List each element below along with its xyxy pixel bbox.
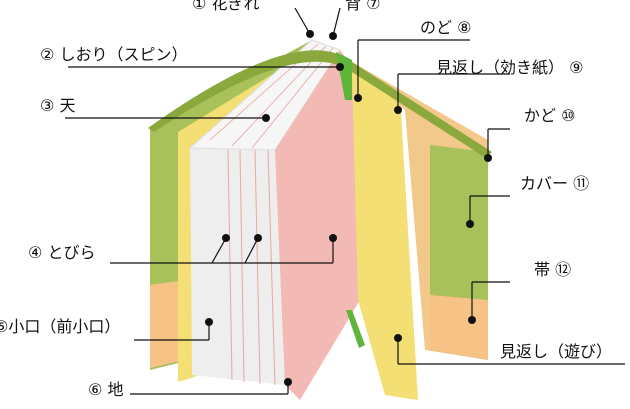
label-corner: かど ⑩: [524, 106, 576, 125]
label-hanagire: ① 花ぎれ: [192, 0, 260, 13]
label-spine: 背 ⑦: [345, 0, 381, 13]
endpaper-flyleaf: [352, 70, 418, 400]
label-fore-edge: ⑤小口（前小口）: [0, 317, 121, 336]
label-head: ③ 天: [40, 96, 76, 115]
leader-dots: [205, 30, 492, 386]
label-obi: 帯 ⑫: [534, 260, 572, 279]
label-endpaper-flyleaf: 見返し（遊び）: [500, 342, 613, 361]
obi-right: [430, 295, 488, 360]
label-title-page: ④ とびら: [28, 243, 96, 262]
label-bookmark: ② しおり（スピン）: [40, 45, 188, 64]
label-endpaper-paste: 見返し（効き紙） ⑨: [436, 58, 584, 77]
spine: [148, 50, 492, 158]
label-gutter: のど ⑧: [420, 18, 472, 37]
label-tail: ⑥ 地: [88, 380, 124, 399]
label-cover: カバー ⑪: [520, 174, 590, 193]
page-edges: [227, 149, 276, 386]
leader-lines: [65, 7, 625, 395]
ribbon-bottom: [346, 310, 365, 348]
page-block-fore-edge: [190, 148, 285, 385]
title-page: [275, 50, 360, 400]
